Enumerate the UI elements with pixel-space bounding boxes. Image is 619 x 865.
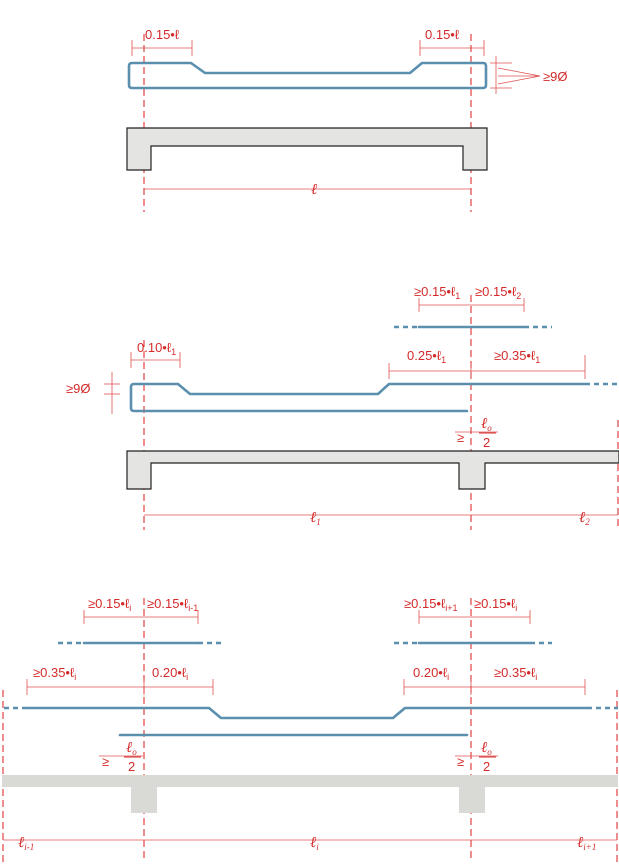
top-bar-left-length: ≥0.15•ℓ1 xyxy=(414,284,460,301)
span-current: ℓi xyxy=(310,835,319,852)
anchor-ge: ≥ xyxy=(457,430,464,445)
top-bar-right-length: ≥0.15•ℓ2 xyxy=(475,284,521,301)
min-bar-9d-end: ≥9Ø xyxy=(66,381,90,396)
span-length: ℓ xyxy=(311,182,317,198)
dim-left-out-035: ≥0.35•ℓi xyxy=(33,665,76,682)
span-prev: ℓi-1 xyxy=(18,835,34,852)
dim-left-in-020: 0.20•ℓi xyxy=(152,665,188,682)
top-left-bar-right: ≥0.15•ℓi-1 xyxy=(147,596,198,613)
rebar-bent-bar-end-span xyxy=(129,382,469,413)
span-l2: ℓ2 xyxy=(579,510,590,527)
span-l1: ℓ1 xyxy=(310,510,321,527)
top-right-bar-right: ≥0.15•ℓi xyxy=(474,596,517,613)
dim-right-015: 0.15•ℓ xyxy=(425,27,460,42)
rebar-bent-bar-interior xyxy=(25,706,589,720)
concrete-beam-simple xyxy=(126,127,488,171)
min-bar-9d: ≥9Ø xyxy=(543,69,567,84)
dim-left-015: 0.15•ℓ xyxy=(145,27,180,42)
anchor-right-den: 2 xyxy=(483,759,490,774)
anchor-right-lo: ℓo xyxy=(481,740,492,757)
anchor-left-den: 2 xyxy=(128,759,135,774)
dim-035: ≥0.35•ℓ1 xyxy=(494,348,540,365)
dim-010: 0.10•ℓ1 xyxy=(137,340,176,357)
rebar-bent-bar xyxy=(127,61,488,90)
dim-025: 0.25•ℓ1 xyxy=(407,348,446,365)
top-right-bar-left: ≥0.15•ℓi+1 xyxy=(404,596,457,613)
anchor-right-ge: ≥ xyxy=(457,754,464,769)
section-end-span: ≥0.15•ℓ1 ≥0.15•ℓ2 0.10•ℓ1 0.25•ℓ1 ≥0.35•… xyxy=(66,284,619,530)
anchor-den: 2 xyxy=(483,435,490,450)
dim-right-out-035: ≥0.35•ℓi xyxy=(494,665,537,682)
top-left-bar-left: ≥0.15•ℓi xyxy=(88,596,131,613)
anchor-left-ge: ≥ xyxy=(102,754,109,769)
dim-right-in-020: 0.20•ℓi xyxy=(413,665,449,682)
anchor-lo: ℓo xyxy=(481,416,492,433)
concrete-beam-end-span xyxy=(126,450,619,490)
anchor-left-lo: ℓo xyxy=(126,740,137,757)
span-next: ℓi+1 xyxy=(577,835,596,852)
concrete-beam-interior xyxy=(2,775,618,813)
section-simple-beam: 0.15•ℓ 0.15•ℓ ≥9Ø ℓ xyxy=(126,27,567,212)
section-interior-span: ≥0.15•ℓi ≥0.15•ℓi-1 ≥0.15•ℓi+1 ≥0.15•ℓi … xyxy=(2,596,618,862)
